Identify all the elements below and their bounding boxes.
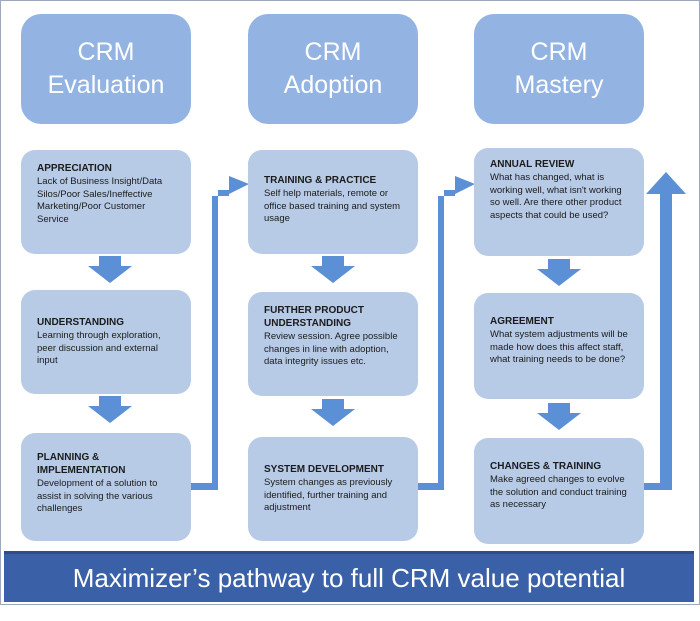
step-title: SYSTEM DEVELOPMENT — [264, 464, 385, 475]
step-box-training-practice: TRAINING & PRACTICE Self help materials,… — [248, 150, 418, 254]
step-box-further-understanding: FURTHER PRODUCT UNDERSTANDING Review ses… — [248, 292, 418, 396]
step-box-appreciation: APPRECIATION Lack of Business Insight/Da… — [21, 150, 191, 254]
step-description: Self help materials, remote or office ba… — [264, 188, 401, 224]
connector-arrow — [415, 176, 475, 490]
step-title: TRAINING & PRACTICE — [264, 175, 377, 186]
down-arrow — [88, 396, 132, 423]
step-description: Make agreed changes to evolve the soluti… — [490, 474, 627, 510]
header-mastery: CRM Mastery — [474, 14, 644, 124]
step-title: UNDERSTANDING — [37, 317, 125, 328]
step-title: AGREEMENT — [490, 316, 554, 327]
step-description: System changes as previously identified,… — [264, 477, 393, 513]
down-arrow — [311, 256, 355, 283]
step-description: Development of a solution to assist in s… — [37, 478, 158, 514]
down-arrow — [537, 403, 581, 430]
step-description: Review session. Agree possible changes i… — [264, 331, 398, 367]
step-title: APPRECIATION — [37, 163, 112, 174]
step-box-agreement: AGREEMENT What system adjustments will b… — [474, 293, 644, 399]
header-line1: CRM — [304, 38, 362, 66]
header-evaluation: CRM Evaluation — [21, 14, 191, 124]
step-box-changes-training: CHANGES & TRAINING Make agreed changes t… — [474, 438, 644, 544]
step-title: CHANGES & TRAINING — [490, 461, 602, 472]
header-line2: Evaluation — [47, 71, 165, 99]
header-line2: Mastery — [514, 71, 604, 99]
step-title: FURTHER PRODUCT UNDERSTANDING — [264, 305, 364, 329]
header-line1: CRM — [77, 38, 135, 66]
down-arrow — [537, 259, 581, 286]
step-box-understanding: UNDERSTANDING Learning through explorati… — [21, 290, 191, 394]
step-box-system-development: SYSTEM DEVELOPMENT System changes as pre… — [248, 437, 418, 541]
header-adoption: CRM Adoption — [248, 14, 418, 124]
header-line2: Adoption — [283, 71, 383, 99]
footer-caption: Maximizer’s pathway to full CRM value po… — [4, 551, 694, 602]
step-title: PLANNING & IMPLEMENTATION — [37, 452, 126, 476]
step-description: Learning through exploration, peer discu… — [37, 330, 161, 366]
step-description: What system adjustments will be made how… — [490, 329, 628, 365]
loop-arrow — [644, 172, 686, 490]
down-arrow — [88, 256, 132, 283]
step-description: What has changed, what is working well, … — [490, 172, 622, 221]
header-line1: CRM — [530, 38, 588, 66]
down-arrow — [311, 399, 355, 426]
step-description: Lack of Business Insight/Data Silos/Poor… — [37, 176, 163, 225]
step-box-planning: PLANNING & IMPLEMENTATION Development of… — [21, 433, 191, 541]
step-box-annual-review: ANNUAL REVIEW What has changed, what is … — [474, 148, 644, 256]
step-title: ANNUAL REVIEW — [490, 159, 575, 170]
connector-arrow — [189, 176, 249, 490]
